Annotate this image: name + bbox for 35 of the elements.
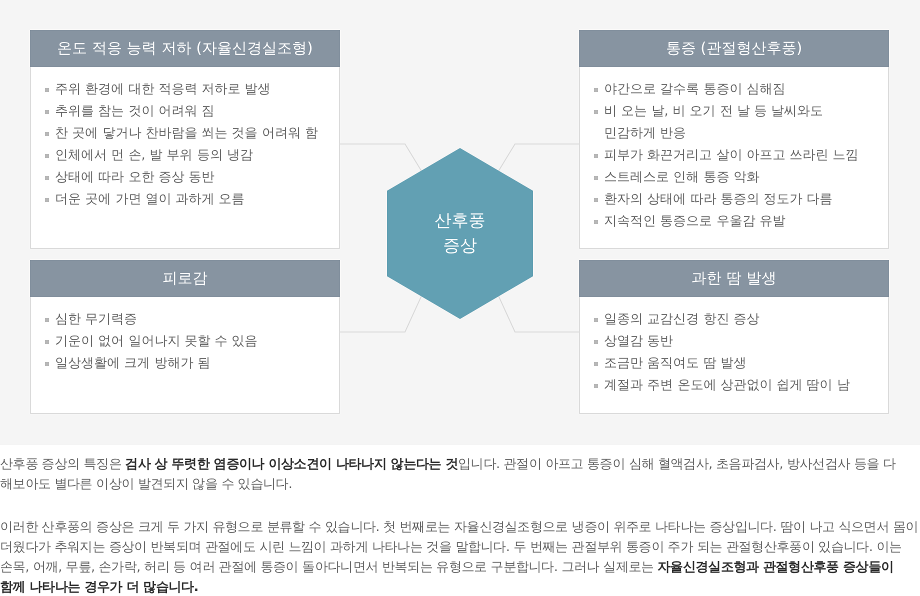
- symptom-item: 일종의 교감신경 항진 증상: [604, 311, 760, 329]
- symptom-item: 비 오는 날, 비 오기 전 날 등 날씨와도 민감하게 반응: [604, 103, 824, 143]
- connector-line: [340, 296, 422, 332]
- hexagon-title: 산후풍 증상: [434, 210, 486, 258]
- symptom-item: 지속적인 통증으로 우울감 유발: [604, 213, 786, 231]
- symptom-card: [30, 260, 340, 414]
- symptom-item: 계절과 주변 온도에 상관없이 쉽게 땀이 남: [604, 377, 850, 395]
- symptom-item: 찬 곳에 닿거나 찬바람을 쐬는 것을 어려워 함: [55, 125, 318, 143]
- card-header: 과한 땀 발생: [579, 260, 889, 297]
- symptom-item: 스트레스로 인해 통증 악화: [604, 169, 760, 187]
- connector-line: [340, 144, 422, 172]
- body-paragraph: 이러한 산후풍의 증상은 크게 두 가지 유형으로 분류할 수 있습니다. 첫 번째로는 자율신경실조형으로 냉증이 위주로 나타나는 증상입니다. 땀이 나고 식으면서 몸이 더웠다가 추워지는 증상이 반복되며 관절에도 시린 느낌이 과하게 나타나는 것을 말합니다. 두 번째는 관절부위 통증이 주가 되는 관절형산후풍이 있습니다. 이는 손목, 어깨, 무릎, 손가락, 허리 등 여러 관절에 통증이 돌아다니면서 반복되는 유형으로 구분합니다. 그러나 실제로는 자율신경실조형과 관절형산후풍 증상들이 함께 나타나는 경우가 더 많습니다.: [0, 519, 920, 596]
- hexagon-node: [387, 148, 533, 319]
- card-header: 피로감: [30, 260, 340, 297]
- symptom-item: 야간으로 갈수록 통증이 심해짐: [604, 81, 786, 99]
- body-paragraph: 산후풍 증상의 특징은 검사 상 뚜렷한 염증이나 이상소견이 나타나지 않는다는 것입니다. 관절이 아프고 통증이 심해 혈액검사, 초음파검사, 방사선검사 등을 다 해보아도 별다른 이상이 발견되지 않을 수 있습니다.: [0, 456, 897, 494]
- symptom-card: [579, 30, 889, 249]
- symptom-card: [30, 30, 340, 249]
- symptom-item: 조금만 움직여도 땀 발생: [604, 355, 746, 373]
- symptom-item: 주위 환경에 대한 적응력 저하로 발생: [55, 81, 271, 99]
- symptom-item: 추위를 참는 것이 어려워 짐: [55, 103, 215, 121]
- symptom-card: [579, 260, 889, 414]
- symptom-item: 상열감 동반: [604, 333, 674, 351]
- card-header: 통증 (관절형산후풍): [579, 30, 889, 67]
- symptom-item: 일상생활에 크게 방해가 됨: [55, 355, 210, 373]
- symptom-item: 더운 곳에 가면 열이 과하게 오름: [55, 191, 245, 209]
- symptom-item: 피부가 화끈거리고 살이 아프고 쓰라린 느낌: [604, 147, 859, 165]
- symptom-item: 환자의 상태에 따라 통증의 정도가 다름: [604, 191, 833, 209]
- symptom-item: 심한 무기력증: [55, 311, 138, 329]
- connector-line: [498, 144, 580, 172]
- card-header: 온도 적응 능력 저하 (자율신경실조형): [30, 30, 340, 67]
- symptom-item: 상태에 따라 오한 증상 동반: [55, 169, 215, 187]
- symptom-item: 기운이 없어 일어나지 못할 수 있음: [55, 333, 258, 351]
- connector-line: [498, 296, 580, 332]
- symptom-item: 인체에서 먼 손, 발 부위 등의 냉감: [55, 147, 253, 165]
